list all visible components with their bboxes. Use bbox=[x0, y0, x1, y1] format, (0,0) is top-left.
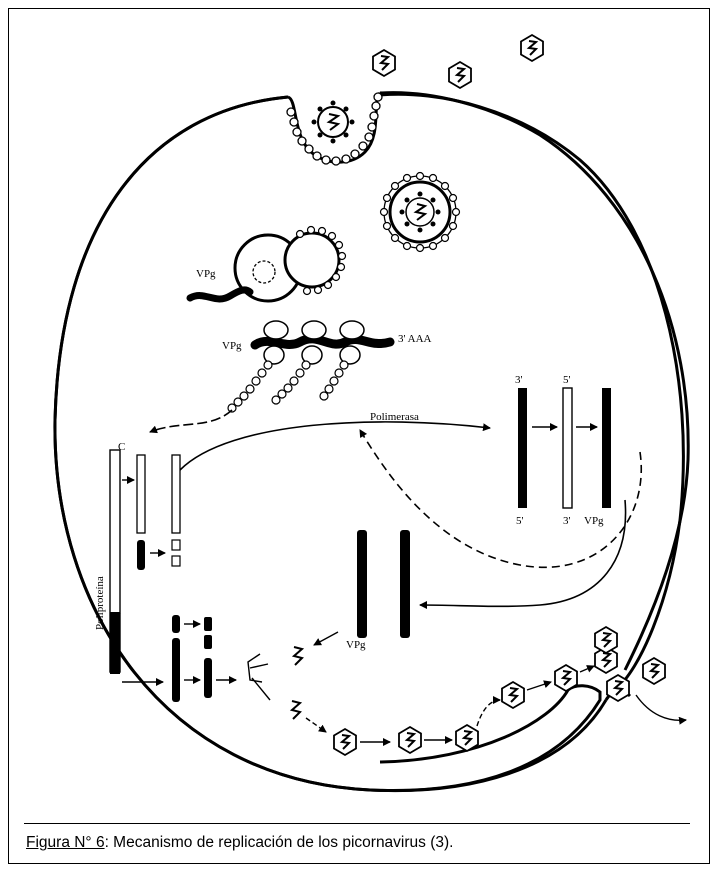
p2p3-precursor bbox=[137, 455, 145, 533]
caption-text: : Mecanismo de replicación de los picorn… bbox=[105, 834, 454, 851]
progeny-virion bbox=[456, 725, 478, 751]
released-rna bbox=[190, 290, 250, 299]
polymerase-arrow bbox=[180, 422, 490, 470]
label-rna-5-bottom-left: 5' bbox=[516, 515, 524, 527]
vp-bar-b bbox=[204, 635, 212, 649]
vp-bar-a bbox=[204, 617, 212, 631]
nascent-peptide-chains bbox=[228, 361, 348, 412]
extracellular-virion bbox=[449, 62, 471, 88]
caption-divider bbox=[24, 823, 690, 824]
label-vpg-top: VPg bbox=[196, 268, 216, 280]
p1-bar bbox=[172, 638, 180, 702]
arrow-vpg-to-capsid bbox=[314, 632, 338, 645]
label-3-aaa: 3' AAA bbox=[398, 333, 432, 345]
label-vpg-ribosome: VPg bbox=[222, 340, 242, 352]
procapsid-lower bbox=[292, 701, 300, 719]
p2p3-black bbox=[137, 540, 145, 570]
procapsid-upper bbox=[294, 647, 302, 665]
virion-in-pit bbox=[312, 101, 355, 144]
extracellular-virion bbox=[373, 50, 395, 76]
endosome bbox=[381, 173, 460, 252]
progeny-virion bbox=[555, 665, 577, 691]
label-rna-5-top-right: 5' bbox=[563, 374, 571, 386]
p3-precursor bbox=[172, 455, 180, 533]
label-c-terminus: C bbox=[118, 441, 125, 453]
vp0-bar bbox=[172, 615, 180, 633]
maturation-arrow bbox=[477, 700, 500, 726]
arrow-procapsid-to-virion bbox=[306, 718, 326, 732]
polyprotein-p1-segment bbox=[110, 612, 120, 674]
progeny-rna-2 bbox=[400, 530, 410, 638]
progeny-virion bbox=[502, 682, 524, 708]
label-rna-vpg-right: VPg bbox=[584, 515, 604, 527]
assembly-bracket bbox=[248, 654, 270, 700]
progeny-virion bbox=[595, 627, 617, 653]
mrna-strand bbox=[255, 339, 390, 345]
picornavirus-replication-diagram: VPg VPg 3' AAA Polimerasa 3' 5' 5' 3' VP… bbox=[10, 10, 710, 820]
released-virion bbox=[643, 658, 665, 684]
vp-bar-c bbox=[204, 658, 212, 698]
label-polymerase: Polimerasa bbox=[370, 411, 419, 423]
progeny-virion bbox=[334, 729, 356, 755]
p3-small-1 bbox=[172, 540, 180, 550]
p3-small-2 bbox=[172, 556, 180, 566]
figure-label: Figura N° 6 bbox=[26, 834, 105, 851]
cell-membrane bbox=[55, 94, 683, 790]
label-polyprotein: Poliproteína bbox=[94, 576, 106, 630]
extracellular-virion bbox=[521, 35, 543, 61]
rna-minus-strand bbox=[563, 388, 572, 508]
label-rna-3-top-left: 3' bbox=[515, 374, 523, 386]
rna-new-plus-strand bbox=[602, 388, 611, 508]
released-virion bbox=[607, 675, 629, 701]
arrow-to-polyprotein bbox=[150, 410, 232, 432]
maturation-arrow bbox=[580, 666, 594, 672]
maturation-arrow bbox=[527, 682, 551, 690]
release-arrow bbox=[636, 695, 686, 720]
rna-plus-strand bbox=[518, 388, 527, 508]
label-rna-3-bottom-right: 3' bbox=[563, 515, 571, 527]
progeny-rna-1 bbox=[357, 530, 367, 638]
figure-caption: Figura N° 6: Mecanismo de replicación de… bbox=[26, 834, 453, 852]
label-vpg-assembly: VPg bbox=[346, 639, 366, 651]
progeny-virion bbox=[399, 727, 421, 753]
